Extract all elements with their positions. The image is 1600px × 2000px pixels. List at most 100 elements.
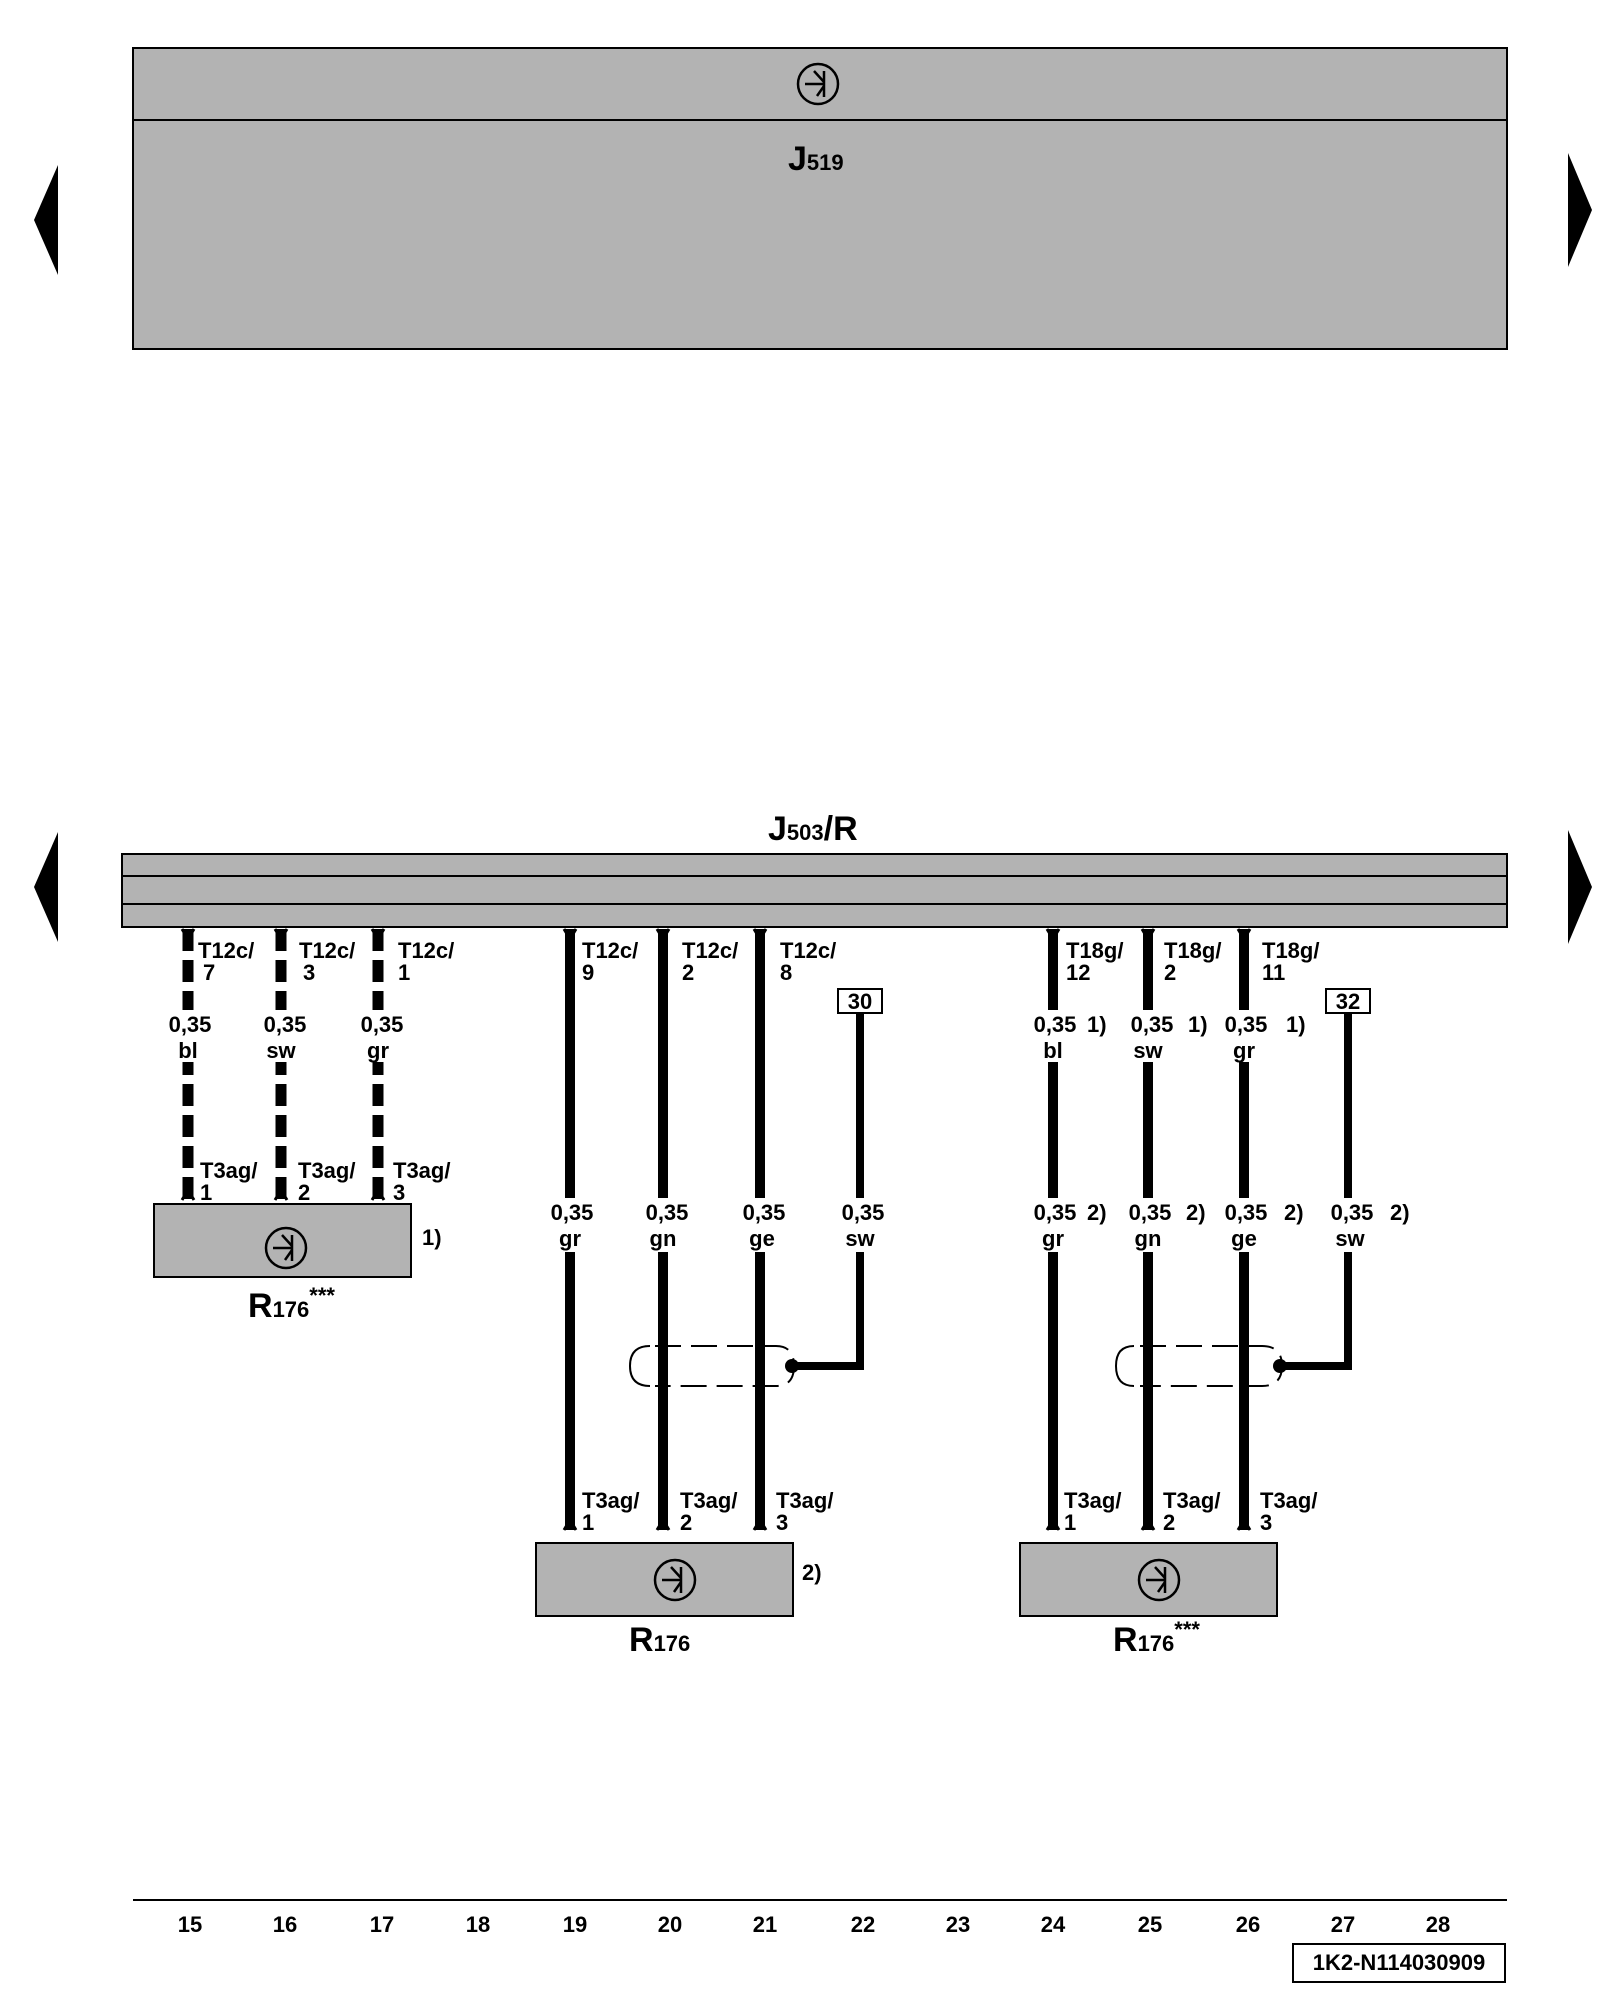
svg-text:J503/R: J503/R	[768, 810, 858, 848]
document-id: 1K2-N114030909	[1313, 1950, 1485, 1975]
right-2-color-top: sw	[1133, 1038, 1163, 1063]
right-1-size-top: 0,35	[1034, 1012, 1077, 1037]
left-component-label: R	[248, 1287, 273, 1325]
mid-shield-ref: 30	[848, 989, 872, 1014]
right-3-color-top: gr	[1233, 1038, 1255, 1063]
next-page-arrow-bottom[interactable]	[1568, 830, 1592, 944]
right-1-pin-bot: 1	[1064, 1510, 1076, 1535]
j503-sub: 503	[787, 820, 824, 845]
right-2-pin-top: 2	[1164, 960, 1176, 985]
right-shield-ref: 32	[1336, 989, 1360, 1014]
left-1-pin-bot: 1	[200, 1180, 212, 1205]
right-3-note-bot: 2)	[1284, 1200, 1304, 1225]
electronic-icon	[653, 1558, 697, 1602]
wire-right-3: T18g/ 11 0,35 1) gr 0,35 2) ge T3ag/ 3	[1218, 928, 1319, 1535]
wire-left-2: T12c/ 3 0,35 sw T3ag/ 2	[255, 928, 355, 1205]
right-1-size-bot: 0,35	[1034, 1200, 1077, 1225]
middle-wire-group: T12c/ 9 0,35 gr T3ag/ 1 T12c/ 2 0,35 gn …	[535, 928, 889, 1659]
right-3-note-top: 1)	[1286, 1012, 1306, 1037]
right-component-sub: 176	[1138, 1631, 1175, 1656]
right-3-size-top: 0,35	[1225, 1012, 1268, 1037]
shield-wire-right: 32 0,35 2) sw	[1114, 988, 1410, 1387]
right-2-size-bot: 0,35	[1129, 1200, 1172, 1225]
left-component-sub: 176	[273, 1297, 310, 1322]
mid-2-pin-top: 2	[682, 960, 694, 985]
right-component-stars: ***	[1174, 1617, 1200, 1642]
wire-middle-1: T12c/ 9 0,35 gr T3ag/ 1	[544, 928, 639, 1535]
wire-left-1: T12c/ 7 0,35 bl T3ag/ 1	[162, 928, 257, 1205]
right-1-note-top: 1)	[1087, 1012, 1107, 1037]
svg-text:R176***: R176***	[1113, 1617, 1200, 1659]
right-1-conn-bot: T3ag/	[1064, 1488, 1121, 1513]
mid-3-pin-bot: 3	[776, 1510, 788, 1535]
shield-wire-middle: 30 0,35 sw	[628, 988, 889, 1387]
column-number: 26	[1236, 1912, 1260, 1937]
mid-component-label: R	[629, 1621, 654, 1659]
right-component-label: R	[1113, 1621, 1138, 1659]
left-2-pin-bot: 2	[298, 1180, 310, 1205]
shield-sheath	[655, 1345, 796, 1387]
prev-page-arrow-bottom[interactable]	[34, 832, 58, 942]
right-3-pin-top: 11	[1262, 960, 1285, 985]
left-3-color: gr	[367, 1038, 389, 1063]
svg-text:J519: J519	[788, 140, 844, 178]
left-3-pin-bot: 3	[393, 1180, 405, 1205]
right-1-note-bot: 2)	[1087, 1200, 1107, 1225]
left-3-conn-top: T12c/	[398, 938, 454, 963]
wire-right-1: T18g/ 12 0,35 1) bl 0,35 2) gr T3ag/ 1	[1027, 928, 1123, 1535]
mid-component-note: 2)	[802, 1560, 822, 1585]
column-number: 17	[370, 1912, 394, 1937]
right-3-color-bot: ge	[1231, 1226, 1257, 1251]
column-number: 15	[178, 1912, 202, 1937]
column-number: 24	[1041, 1912, 1066, 1937]
mid-3-conn-bot: T3ag/	[776, 1488, 833, 1513]
column-number: 16	[273, 1912, 297, 1937]
shield-sheath	[1140, 1345, 1284, 1387]
column-number: 20	[658, 1912, 682, 1937]
mid-3-pin-top: 8	[780, 960, 792, 985]
mid-2-conn-bot: T3ag/	[680, 1488, 737, 1513]
mid-1-conn-top: T12c/	[582, 938, 638, 963]
wire-middle-2: T12c/ 2 0,35 gn T3ag/ 2	[637, 928, 738, 1535]
column-number: 27	[1331, 1912, 1355, 1937]
left-2-pin-top: 3	[303, 960, 315, 985]
prev-page-arrow-top[interactable]	[34, 165, 58, 275]
mid-shield-size: 0,35	[842, 1200, 885, 1225]
j503-suffix: /R	[824, 810, 858, 848]
svg-text:R176***: R176***	[248, 1283, 335, 1325]
left-component-note: 1)	[422, 1225, 442, 1250]
svg-text:R176: R176	[629, 1621, 690, 1659]
right-3-size-bot: 0,35	[1225, 1200, 1268, 1225]
column-number: 25	[1138, 1912, 1162, 1937]
right-2-note-top: 1)	[1188, 1012, 1208, 1037]
left-1-size: 0,35	[169, 1012, 212, 1037]
electronic-icon	[796, 62, 840, 106]
column-number: 23	[946, 1912, 970, 1937]
left-3-pin-top: 1	[398, 960, 410, 985]
right-shield-note: 2)	[1390, 1200, 1410, 1225]
mid-2-conn-top: T12c/	[682, 938, 738, 963]
right-2-size-top: 0,35	[1131, 1012, 1174, 1037]
right-shield-color: sw	[1335, 1226, 1365, 1251]
component-r176-left: 1) R176***	[153, 1203, 442, 1325]
mid-1-pin-top: 9	[582, 960, 594, 985]
wire-middle-3: T12c/ 8 0,35 ge T3ag/ 3	[734, 928, 836, 1535]
wire-right-2: T18g/ 2 0,35 1) sw 0,35 2) gn T3ag/ 2	[1122, 928, 1221, 1535]
j519-label: J	[788, 140, 807, 178]
left-2-size: 0,35	[264, 1012, 307, 1037]
wire-left-3: T12c/ 1 0,35 gr T3ag/ 3	[352, 928, 454, 1205]
right-3-conn-top: T18g/	[1262, 938, 1319, 963]
j519-sub: 519	[807, 150, 844, 175]
right-3-pin-bot: 3	[1260, 1510, 1272, 1535]
next-page-arrow-top[interactable]	[1568, 153, 1592, 267]
left-wire-group: T12c/ 7 0,35 bl T3ag/ 1 T12c/ 3 0,35 sw …	[153, 928, 454, 1325]
column-number: 22	[851, 1912, 875, 1937]
left-2-color: sw	[266, 1038, 296, 1063]
right-3-conn-bot: T3ag/	[1260, 1488, 1317, 1513]
mid-3-size: 0,35	[743, 1200, 786, 1225]
mid-1-color: gr	[559, 1226, 581, 1251]
electronic-icon	[1137, 1558, 1181, 1602]
component-r176-right: R176***	[1019, 1542, 1278, 1659]
mid-3-color: ge	[749, 1226, 775, 1251]
